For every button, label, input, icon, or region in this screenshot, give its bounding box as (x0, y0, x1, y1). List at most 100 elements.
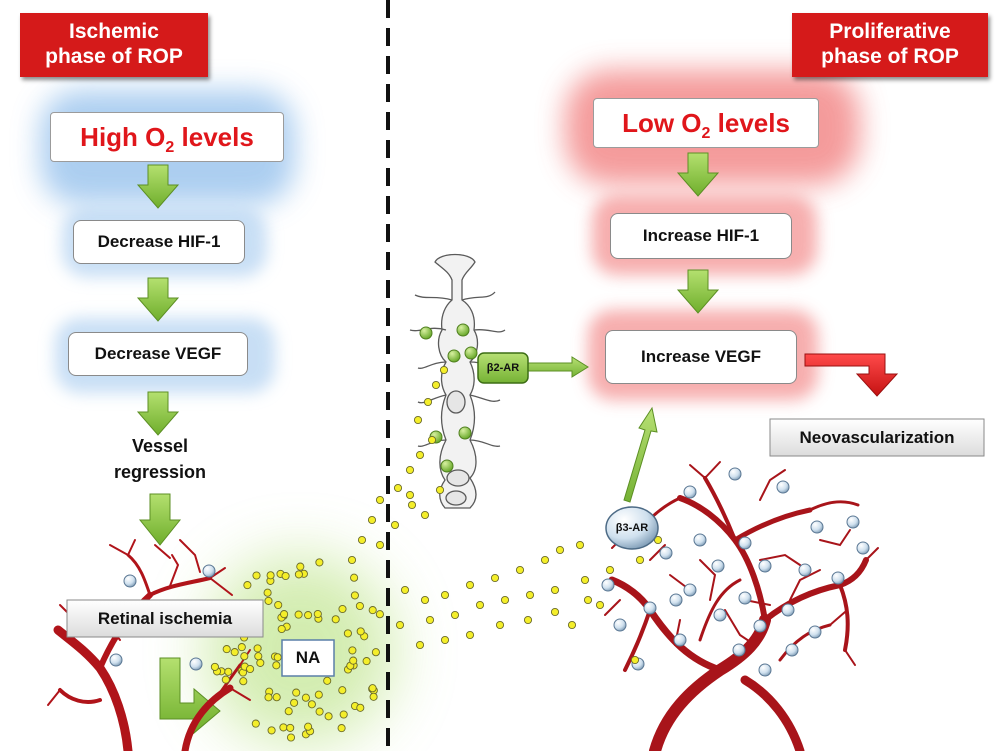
noradrenaline-dot (314, 690, 323, 699)
noradrenaline-dot (267, 726, 276, 735)
noradrenaline-dot (630, 655, 640, 665)
receptor-dot (738, 536, 752, 550)
high-o2-subscript: 2 (165, 139, 175, 157)
noradrenaline-dot (323, 676, 332, 685)
high-o2-suffix: levels (174, 122, 254, 152)
noradrenaline-dot (407, 500, 417, 510)
noradrenaline-dot (567, 620, 577, 630)
receptor-dot (456, 323, 470, 337)
vessel-regression-label: Vessel regression (100, 433, 220, 485)
noradrenaline-dot (439, 365, 449, 375)
noradrenaline-dot (405, 490, 415, 500)
receptor-dot (613, 618, 627, 632)
low-o2-text: Low O (622, 108, 702, 138)
noradrenaline-dot (490, 573, 500, 583)
receptor-dot (601, 578, 615, 592)
noradrenaline-dot (368, 606, 377, 615)
noradrenaline-dot (339, 710, 348, 719)
noradrenaline-dot (583, 595, 593, 605)
retinal-ischemia-box (66, 599, 264, 638)
noradrenaline-dot (272, 693, 281, 702)
noradrenaline-dot (375, 540, 385, 550)
down-arrow-icon (136, 164, 180, 209)
noradrenaline-dot (420, 595, 430, 605)
noradrenaline-dot (580, 575, 590, 585)
noradrenaline-dot (349, 656, 358, 665)
noradrenaline-dot (523, 615, 533, 625)
receptor-dot (808, 625, 822, 639)
noradrenaline-dot (331, 615, 340, 624)
noradrenaline-dot (273, 653, 282, 662)
receptor-dot (831, 571, 845, 585)
receptor-dot (440, 459, 454, 473)
beta2-receptor-dots (419, 323, 478, 473)
retinal-ischemia-label: Retinal ischemia (97, 609, 233, 628)
neuron-cell-icon (409, 253, 506, 509)
noradrenaline-dot (375, 610, 384, 619)
receptor-dot (669, 593, 683, 607)
noradrenaline-dot (515, 565, 525, 575)
decrease-vegf-box: Decrease VEGF (68, 332, 248, 376)
noradrenaline-dot (465, 630, 475, 640)
noradrenaline-dot (350, 573, 359, 582)
receptor-dot (776, 480, 790, 494)
noradrenaline-dot (338, 604, 347, 614)
receptor-dot (189, 657, 203, 671)
noradrenaline-dot (653, 535, 663, 545)
beta3-to-vegf-arrow (623, 406, 658, 503)
down-arrow-icon (676, 152, 720, 197)
noradrenaline-dot (253, 644, 262, 653)
receptor-dot (693, 533, 707, 547)
receptor-dot (758, 663, 772, 677)
receptor-dot (846, 515, 860, 529)
receptor-dot (753, 619, 767, 633)
beta2-ar-pill (477, 352, 529, 384)
increase-vegf-box: Increase VEGF (605, 330, 797, 384)
noradrenaline-dot (338, 686, 347, 695)
noradrenaline-dot (347, 555, 357, 565)
noradrenaline-dot (550, 607, 560, 617)
noradrenaline-dot (343, 629, 352, 638)
noradrenaline-dot (307, 700, 316, 709)
noradrenaline-dot (315, 707, 324, 716)
noradrenaline-dot (230, 648, 239, 657)
noradrenaline-dot (525, 590, 535, 600)
noradrenaline-dot (337, 724, 346, 733)
noradrenaline-dot (375, 495, 385, 505)
noradrenaline-dot (425, 615, 435, 625)
receptor-dot (464, 346, 478, 360)
receptor-dot (732, 643, 746, 657)
noradrenaline-dot (440, 635, 450, 645)
noradrenaline-dot (356, 627, 365, 636)
noradrenaline-dot (294, 610, 303, 619)
noradrenaline-dot (475, 600, 485, 610)
noradrenaline-dot (500, 595, 510, 605)
noradrenaline-dot (495, 620, 505, 630)
noradrenaline-dot (465, 580, 475, 590)
noradrenaline-dot (393, 483, 403, 493)
noradrenaline-dot (263, 588, 272, 597)
noradrenaline-dot (356, 703, 365, 712)
noradrenaline-dot (420, 510, 430, 520)
noradrenaline-dot (274, 600, 283, 610)
bent-arrow-icon (159, 657, 221, 735)
noradrenaline-dot (252, 571, 261, 580)
noradrenaline-dot (550, 585, 560, 595)
noradrenaline-dot (256, 658, 265, 667)
decrease-hif1-box: Decrease HIF-1 (73, 220, 245, 264)
noradrenaline-dot (415, 450, 425, 460)
noradrenaline-dot (243, 581, 252, 590)
high-o2-box: High O2 levels (50, 112, 284, 162)
noradrenaline-dot (540, 555, 550, 565)
noradrenaline-dot (292, 688, 301, 697)
noradrenaline-dot (440, 590, 450, 600)
receptor-dot (109, 653, 123, 667)
noradrenaline-dot (279, 723, 288, 732)
noradrenaline-dot (367, 515, 377, 525)
noradrenaline-dot (575, 540, 585, 550)
noradrenaline-dot (304, 611, 313, 620)
beta3-ar-pill (605, 506, 659, 550)
receptor-dot (123, 574, 137, 588)
noradrenaline-dot (277, 624, 286, 634)
left-flow-arrows (136, 164, 221, 735)
